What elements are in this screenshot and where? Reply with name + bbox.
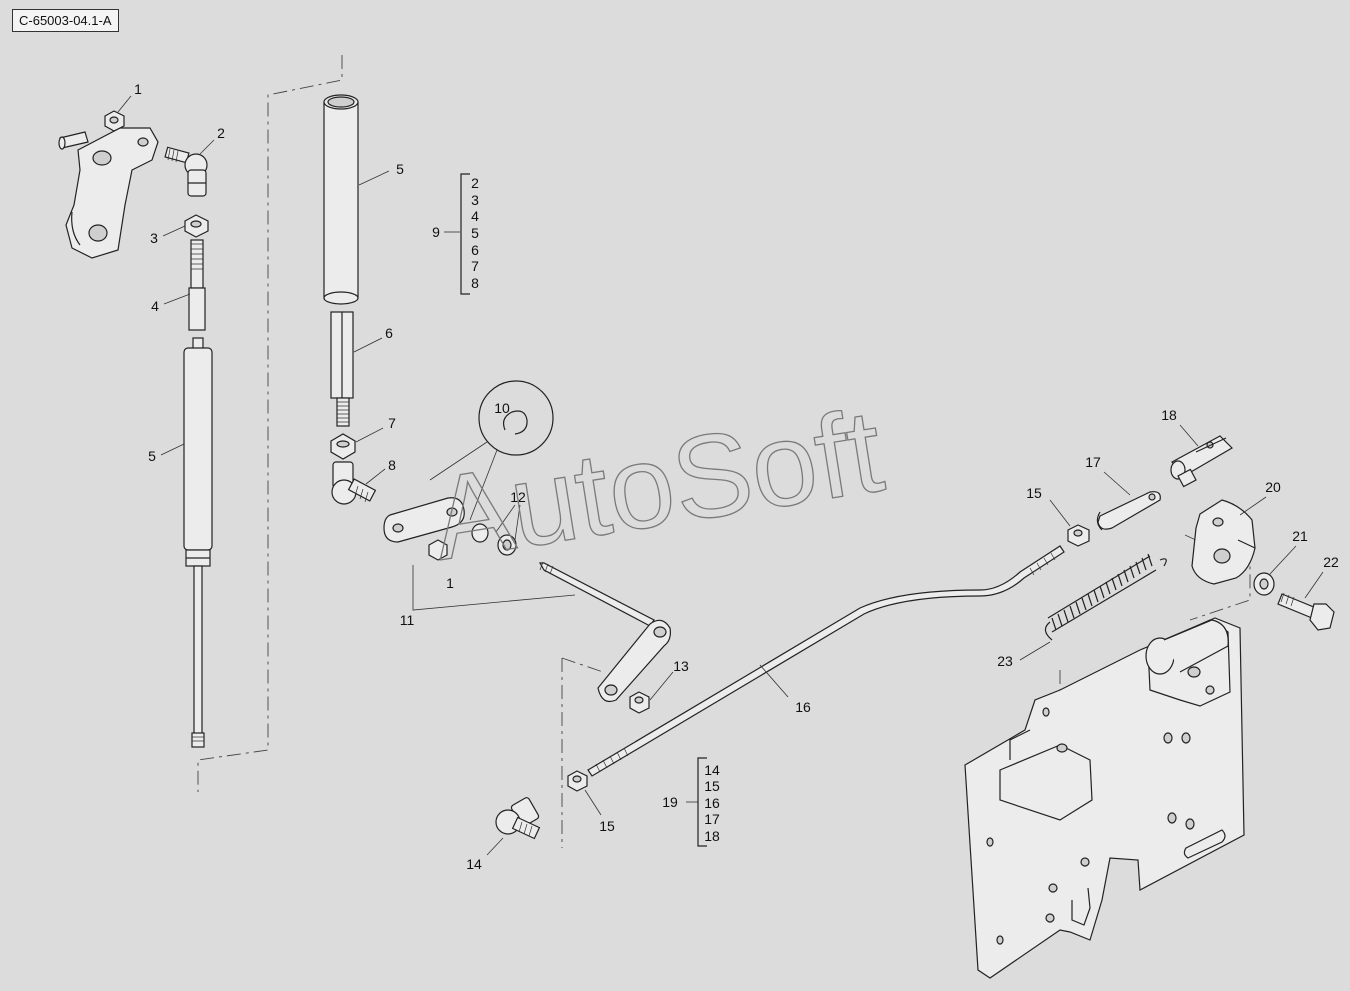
callout-1: 1	[134, 81, 142, 97]
clip-part-17	[1096, 491, 1161, 531]
assembly-9-items: 2 3 4 5 6 7 8	[471, 175, 479, 291]
left-pivot-bracket	[58, 127, 159, 259]
callout-5-left: 5	[148, 448, 156, 464]
cross-shaft-lever	[412, 561, 671, 703]
drawing-reference: C-65003-04.1-A	[12, 9, 119, 32]
ball-joint-part-14	[495, 797, 541, 840]
ball-joint-part-8	[331, 461, 377, 505]
callout-18: 18	[1161, 407, 1177, 423]
nut-part-13	[629, 691, 650, 714]
spring-part-23	[1044, 553, 1167, 641]
washer-part-21	[1253, 572, 1275, 596]
callout-1-lever: 1	[446, 575, 454, 591]
assembly-9-item: 2	[471, 175, 479, 191]
callout-14: 14	[466, 856, 482, 872]
callout-22: 22	[1323, 554, 1339, 570]
callout-6: 6	[385, 325, 393, 341]
detail-circle-part-10	[429, 380, 554, 521]
callout-11: 11	[400, 612, 415, 628]
callout-5-upper: 5	[396, 161, 404, 177]
lever-plate-part-11	[383, 497, 517, 561]
callout-20: 20	[1265, 479, 1281, 495]
mounting-plate	[964, 617, 1245, 979]
callout-8: 8	[388, 457, 396, 473]
bolt-part-22	[1277, 592, 1335, 631]
callout-15-lower: 15	[599, 818, 615, 834]
assembly-9-item: 8	[471, 275, 479, 291]
callout-21: 21	[1292, 528, 1308, 544]
callout-labels: 1 2 3 4 5 5 6 7 8 9 10 11 12 1 13 14 15 …	[134, 81, 1339, 872]
assembly-9-item: 7	[471, 258, 479, 274]
callout-16: 16	[795, 699, 811, 715]
callout-13: 13	[673, 658, 689, 674]
nut-part-15-upper	[1067, 524, 1090, 547]
callout-10: 10	[494, 400, 510, 416]
nut-part-7	[330, 433, 356, 460]
callout-leader-lines	[117, 95, 1324, 856]
callout-23: 23	[997, 653, 1013, 669]
callout-2: 2	[217, 125, 225, 141]
callout-7: 7	[388, 415, 396, 431]
nut-part-15-lower	[567, 770, 588, 792]
callout-4: 4	[151, 298, 159, 314]
callout-12: 12	[510, 489, 526, 505]
assembly-19-item: 15	[704, 778, 720, 794]
nut-part-1	[104, 110, 125, 132]
assembly-9-item: 6	[471, 242, 479, 258]
bracket-part-20	[1191, 499, 1256, 585]
assembly-9-item: 5	[471, 225, 479, 241]
callout-19: 19	[662, 794, 678, 810]
callout-3: 3	[150, 230, 158, 246]
threaded-stud-part-4	[188, 239, 206, 331]
assembly-19-items: 14 15 16 17 18	[704, 762, 720, 844]
gas-strut-left-part-5	[183, 337, 213, 748]
callout-9: 9	[432, 224, 440, 240]
nut-part-3	[184, 214, 209, 238]
tube-part-5	[323, 94, 359, 305]
assembly-9-item: 4	[471, 208, 479, 224]
assembly-19-item: 14	[704, 762, 720, 778]
assembly-19-item: 18	[704, 828, 720, 844]
callout-17: 17	[1085, 454, 1101, 470]
ball-joint-part-2	[164, 146, 208, 197]
assembly-brackets	[460, 173, 707, 847]
long-rod-part-16	[587, 545, 1065, 777]
clevis-part-18	[1170, 435, 1233, 488]
assembly-19-item: 17	[704, 811, 720, 827]
callout-15-upper: 15	[1026, 485, 1042, 501]
hex-rod-part-6	[330, 311, 354, 427]
assembly-9-item: 3	[471, 192, 479, 208]
assembly-19-item: 16	[704, 795, 720, 811]
